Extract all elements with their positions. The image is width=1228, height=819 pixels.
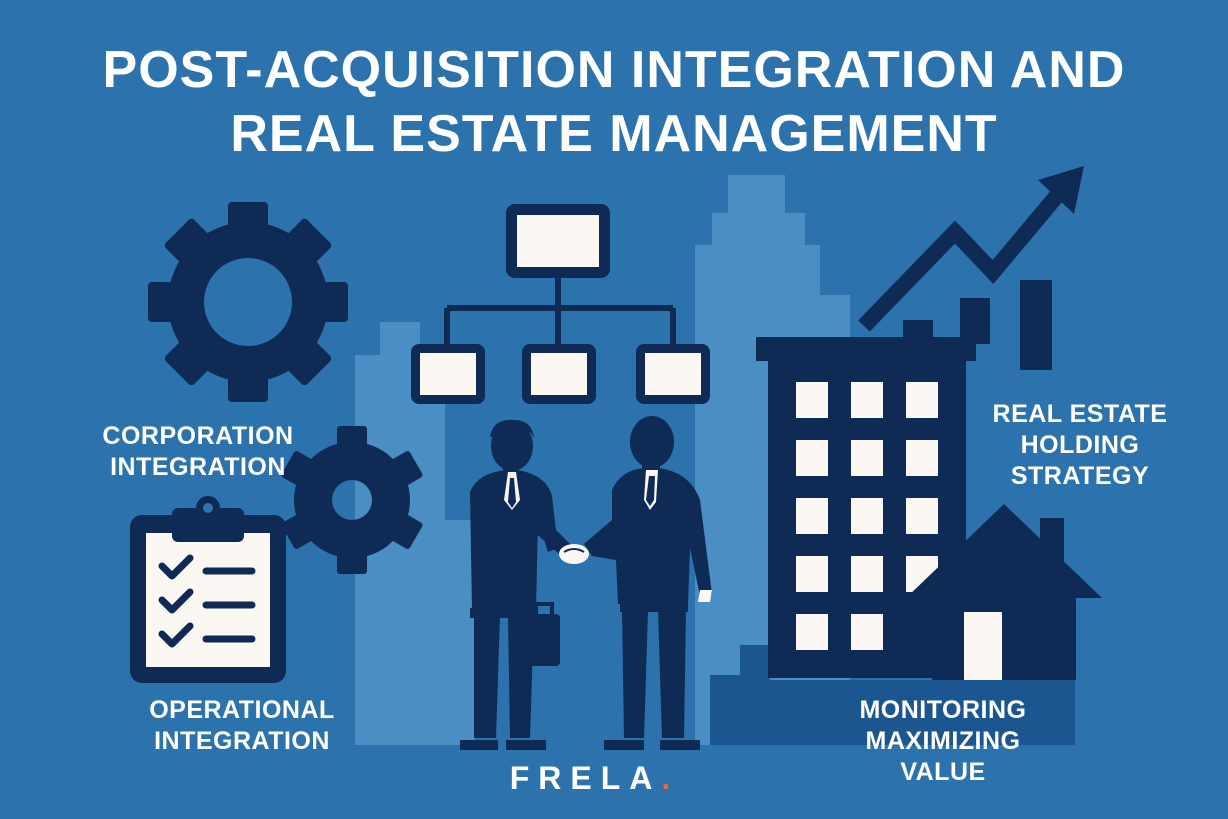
label-real-estate-holding-strategy: REAL ESTATE HOLDING STRATEGY [970, 399, 1190, 492]
clipboard-checklist-icon [130, 496, 286, 683]
label-operational-integration: OPERATIONAL INTEGRATION [132, 695, 352, 757]
bar-chart-icon [903, 280, 1052, 370]
label-line: MONITORING [859, 696, 1027, 724]
growth-arrow-icon [858, 166, 1084, 332]
skyline-foreground [710, 645, 1075, 745]
title-line-1: POST-ACQUISITION INTEGRATION AND [102, 41, 1126, 99]
office-building-icon [756, 337, 976, 678]
label-line: MAXIMIZING [865, 727, 1021, 755]
handshake-businessmen-illustration [460, 416, 712, 750]
label-monitoring-maximizing-value: MONITORING MAXIMIZING VALUE [833, 695, 1053, 788]
logo-text: FRELA [509, 760, 662, 796]
gear-icon-large [148, 202, 348, 402]
label-line: STRATEGY [1010, 462, 1150, 490]
label-line: CORPORATION [102, 422, 294, 450]
businessman-left [460, 419, 574, 750]
businessman-right [584, 416, 712, 750]
label-corporation-integration: CORPORATION INTEGRATION [88, 421, 308, 483]
org-chart-icon [411, 204, 710, 404]
label-line: OPERATIONAL [149, 696, 335, 724]
handshake-hands [559, 544, 589, 564]
logo-dot: . [661, 760, 671, 796]
label-line: INTEGRATION [154, 727, 330, 755]
gear-icon-small [281, 426, 423, 574]
label-line: VALUE [900, 758, 986, 786]
label-line: REAL ESTATE [992, 400, 1168, 428]
page-title: POST-ACQUISITION INTEGRATION AND REAL ES… [0, 38, 1228, 166]
house-icon [906, 504, 1102, 680]
label-line: INTEGRATION [110, 453, 286, 481]
label-line: HOLDING [1020, 431, 1140, 459]
frela-logo: FRELA. [490, 760, 690, 797]
title-line-2: REAL ESTATE MANAGEMENT [230, 105, 998, 163]
